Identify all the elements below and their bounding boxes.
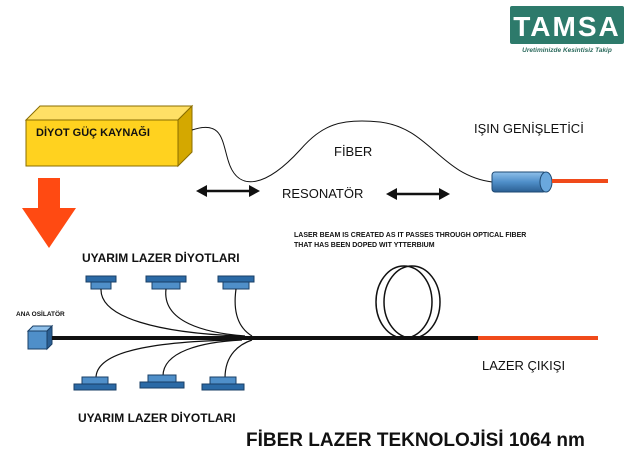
beam-expander-label: IŞIN GENİŞLETİCİ [474, 121, 584, 136]
pump-fiber [224, 339, 253, 379]
diode-icon [201, 376, 245, 391]
pump-fiber [162, 339, 243, 377]
pump-diodes-bottom-label: UYARIM LAZER DİYOTLARI [78, 410, 236, 425]
pump-fiber [95, 339, 233, 379]
double-arrow-icon [196, 185, 260, 197]
diode-icon [217, 275, 255, 290]
fiber-label: FİBER [334, 144, 372, 159]
power-source-label: DİYOT GÜÇ KAYNAĞI [36, 126, 150, 139]
master-oscillator-label: ANA OSİLATÖR [16, 309, 65, 318]
logo-brand: TAMSA [513, 11, 620, 42]
logo-tile [510, 6, 624, 44]
pump-fiber [165, 288, 246, 337]
diode-icon [85, 275, 117, 290]
pump-fiber [234, 288, 253, 337]
pump-diodes-top-label: UYARIM LAZER DİYOTLARI [82, 250, 240, 265]
diode-icon [139, 374, 185, 389]
fiber-curve [191, 120, 493, 183]
power-source-box: DİYOT GÜÇ KAYNAĞI [24, 104, 194, 168]
double-arrow-icon-right [386, 188, 450, 200]
diode-icon [73, 376, 117, 391]
resonator-label: RESONATÖR [282, 186, 363, 201]
note-line-2: THAT HAS BEEN DOPED WIT YTTERBIUM [294, 242, 435, 249]
down-arrow-icon [22, 178, 76, 248]
laser-output-label: LAZER ÇIKIŞI [482, 358, 565, 373]
oscillator-cube-icon [26, 324, 54, 351]
tamsa-logo: TAMSA Uretiminizde Kesintisiz Takip [510, 6, 624, 54]
beam-expander-icon [491, 171, 553, 193]
diagram-title: FİBER LAZER TEKNOLOJİSİ 1064 nm [246, 430, 585, 451]
diode-icon [145, 275, 187, 290]
note-line-1: LASER BEAM IS CREATED AS IT PASSES THROU… [294, 232, 526, 239]
pump-fiber [100, 288, 241, 337]
fiber-coil-icon [375, 265, 441, 339]
logo-slogan: Uretiminizde Kesintisiz Takip [522, 47, 612, 54]
